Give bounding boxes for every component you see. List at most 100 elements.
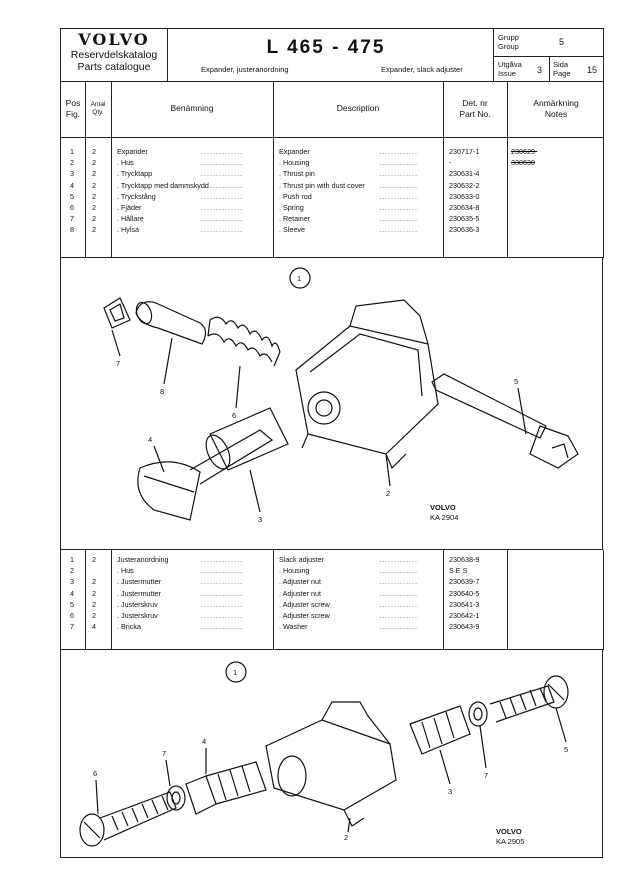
row-qty: 4 (92, 622, 96, 632)
row-part-no: 230635-5 (449, 214, 480, 224)
row-name-sv: Justeranordning (117, 555, 169, 564)
row-qty: 2 (92, 147, 96, 156)
leader-dots: ............. (379, 158, 418, 168)
leader-dots: ............. (379, 588, 418, 598)
row-pos: 6 (70, 611, 74, 620)
row-description: . Adjuster nut (279, 577, 321, 587)
leader-dots: ............. (379, 147, 418, 156)
row-qty: 2 (92, 588, 96, 598)
figure2-callout: 1 (233, 668, 237, 677)
row-note: 230629- (511, 147, 538, 156)
slack-adjuster-drawing: 1 6 7 4 2 3 7 5 VOLVO KA 2905 (79, 661, 569, 847)
figure1-label-2: 2 (386, 489, 390, 498)
row-description: . Thrust pin with dust cover (279, 180, 365, 190)
row-qty: 2 (92, 577, 96, 587)
row-pos: 8 (70, 225, 74, 235)
leader-dots: .............. (201, 622, 243, 632)
parts-catalogue-page: VOLVO Reservdelskatalog Parts catalogue … (60, 28, 604, 858)
row-part-no: 230632-2 (449, 180, 480, 190)
row-description: . Adjuster nut (279, 588, 321, 598)
leader-dots: .............. (201, 566, 243, 576)
group-value: 5 (559, 37, 565, 47)
row-qty: 2 (92, 555, 96, 564)
row-part-no: 230641-3 (449, 599, 480, 609)
leader-dots: ............. (379, 180, 418, 190)
leader-dots: .............. (201, 191, 243, 201)
exploded-diagram-slack-adjuster: 1 6 7 4 2 3 7 5 VOLVO KA 2905 (60, 650, 604, 858)
leader-dots: .............. (201, 225, 243, 235)
row-description: . Thrust pin (279, 169, 315, 179)
row-qty: 2 (92, 191, 96, 201)
leader-dots: ............. (379, 191, 418, 201)
row-pos: 1 (70, 555, 74, 564)
brand-name: VOLVO (78, 30, 150, 49)
leader-dots: ............. (379, 577, 418, 587)
exploded-diagram-expander: 1 7 8 6 5 4 2 3 VOLVO KA 2904 (60, 258, 604, 550)
row-part-no: 230631-4 (449, 169, 480, 179)
row-pos: 5 (70, 599, 74, 609)
leader-dots: .............. (201, 555, 243, 564)
row-qty: 2 (92, 169, 96, 179)
row-part-no: 230639-7 (449, 577, 480, 587)
row-name-sv: . Bricka (117, 622, 141, 632)
row-name-sv: . Tryckstång (117, 191, 156, 201)
row-qty: 2 (92, 611, 96, 620)
row-pos: 2 (70, 566, 74, 576)
row-qty: 2 (92, 180, 96, 190)
row-pos: 4 (70, 180, 74, 190)
leader-dots: .............. (201, 214, 243, 224)
row-description: . Retainer (279, 214, 311, 224)
row-pos: 7 (70, 622, 74, 632)
leader-dots: ............. (379, 225, 418, 235)
volvo-logo: VOLVO Reservdelskatalog Parts catalogue (61, 30, 167, 74)
row-pos: 2 (70, 158, 74, 168)
leader-dots: ............. (379, 555, 418, 564)
row-part-no: - (449, 158, 452, 168)
row-name-sv: . Justermutter (117, 577, 161, 587)
row-description: . Housing (279, 566, 310, 576)
col-name-sv: Benämning (170, 103, 214, 113)
row-description: Slack adjuster (279, 555, 325, 564)
model-title: L 465 - 475 (266, 37, 386, 58)
row-part-no: 230642-1 (449, 611, 480, 620)
figure2-brand: VOLVO (496, 827, 522, 836)
leader-dots: ............. (379, 599, 418, 609)
group-label: Grupp Group (498, 33, 519, 51)
row-qty: 2 (92, 599, 96, 609)
leader-dots: ............. (379, 214, 418, 224)
row-part-no: 230640-5 (449, 588, 480, 598)
leader-dots: .............. (201, 577, 243, 587)
figure1-label-7: 7 (116, 359, 120, 368)
row-name-sv: . Hus (117, 566, 134, 576)
row-name-sv: . Hus (117, 158, 134, 168)
leader-dots: .............. (201, 588, 243, 598)
row-description: . Push rod (279, 191, 312, 201)
leader-dots: ............. (379, 169, 418, 179)
figure2-label-2: 2 (344, 833, 348, 842)
row-name-sv: . Justerskruv (117, 611, 158, 620)
catalog-title-en: Parts catalogue (77, 61, 151, 73)
row-pos: 5 (70, 191, 74, 201)
row-part-no: 230636-3 (449, 225, 480, 235)
figure2-label-3: 3 (448, 787, 452, 796)
row-part-no: S E S (449, 566, 468, 576)
row-pos: 6 (70, 203, 74, 212)
figure1-ref: KA 2904 (430, 513, 458, 522)
expander-drawing: 1 7 8 6 5 4 2 3 VOLVO KA 2904 (103, 267, 579, 524)
row-pos: 7 (70, 214, 74, 224)
